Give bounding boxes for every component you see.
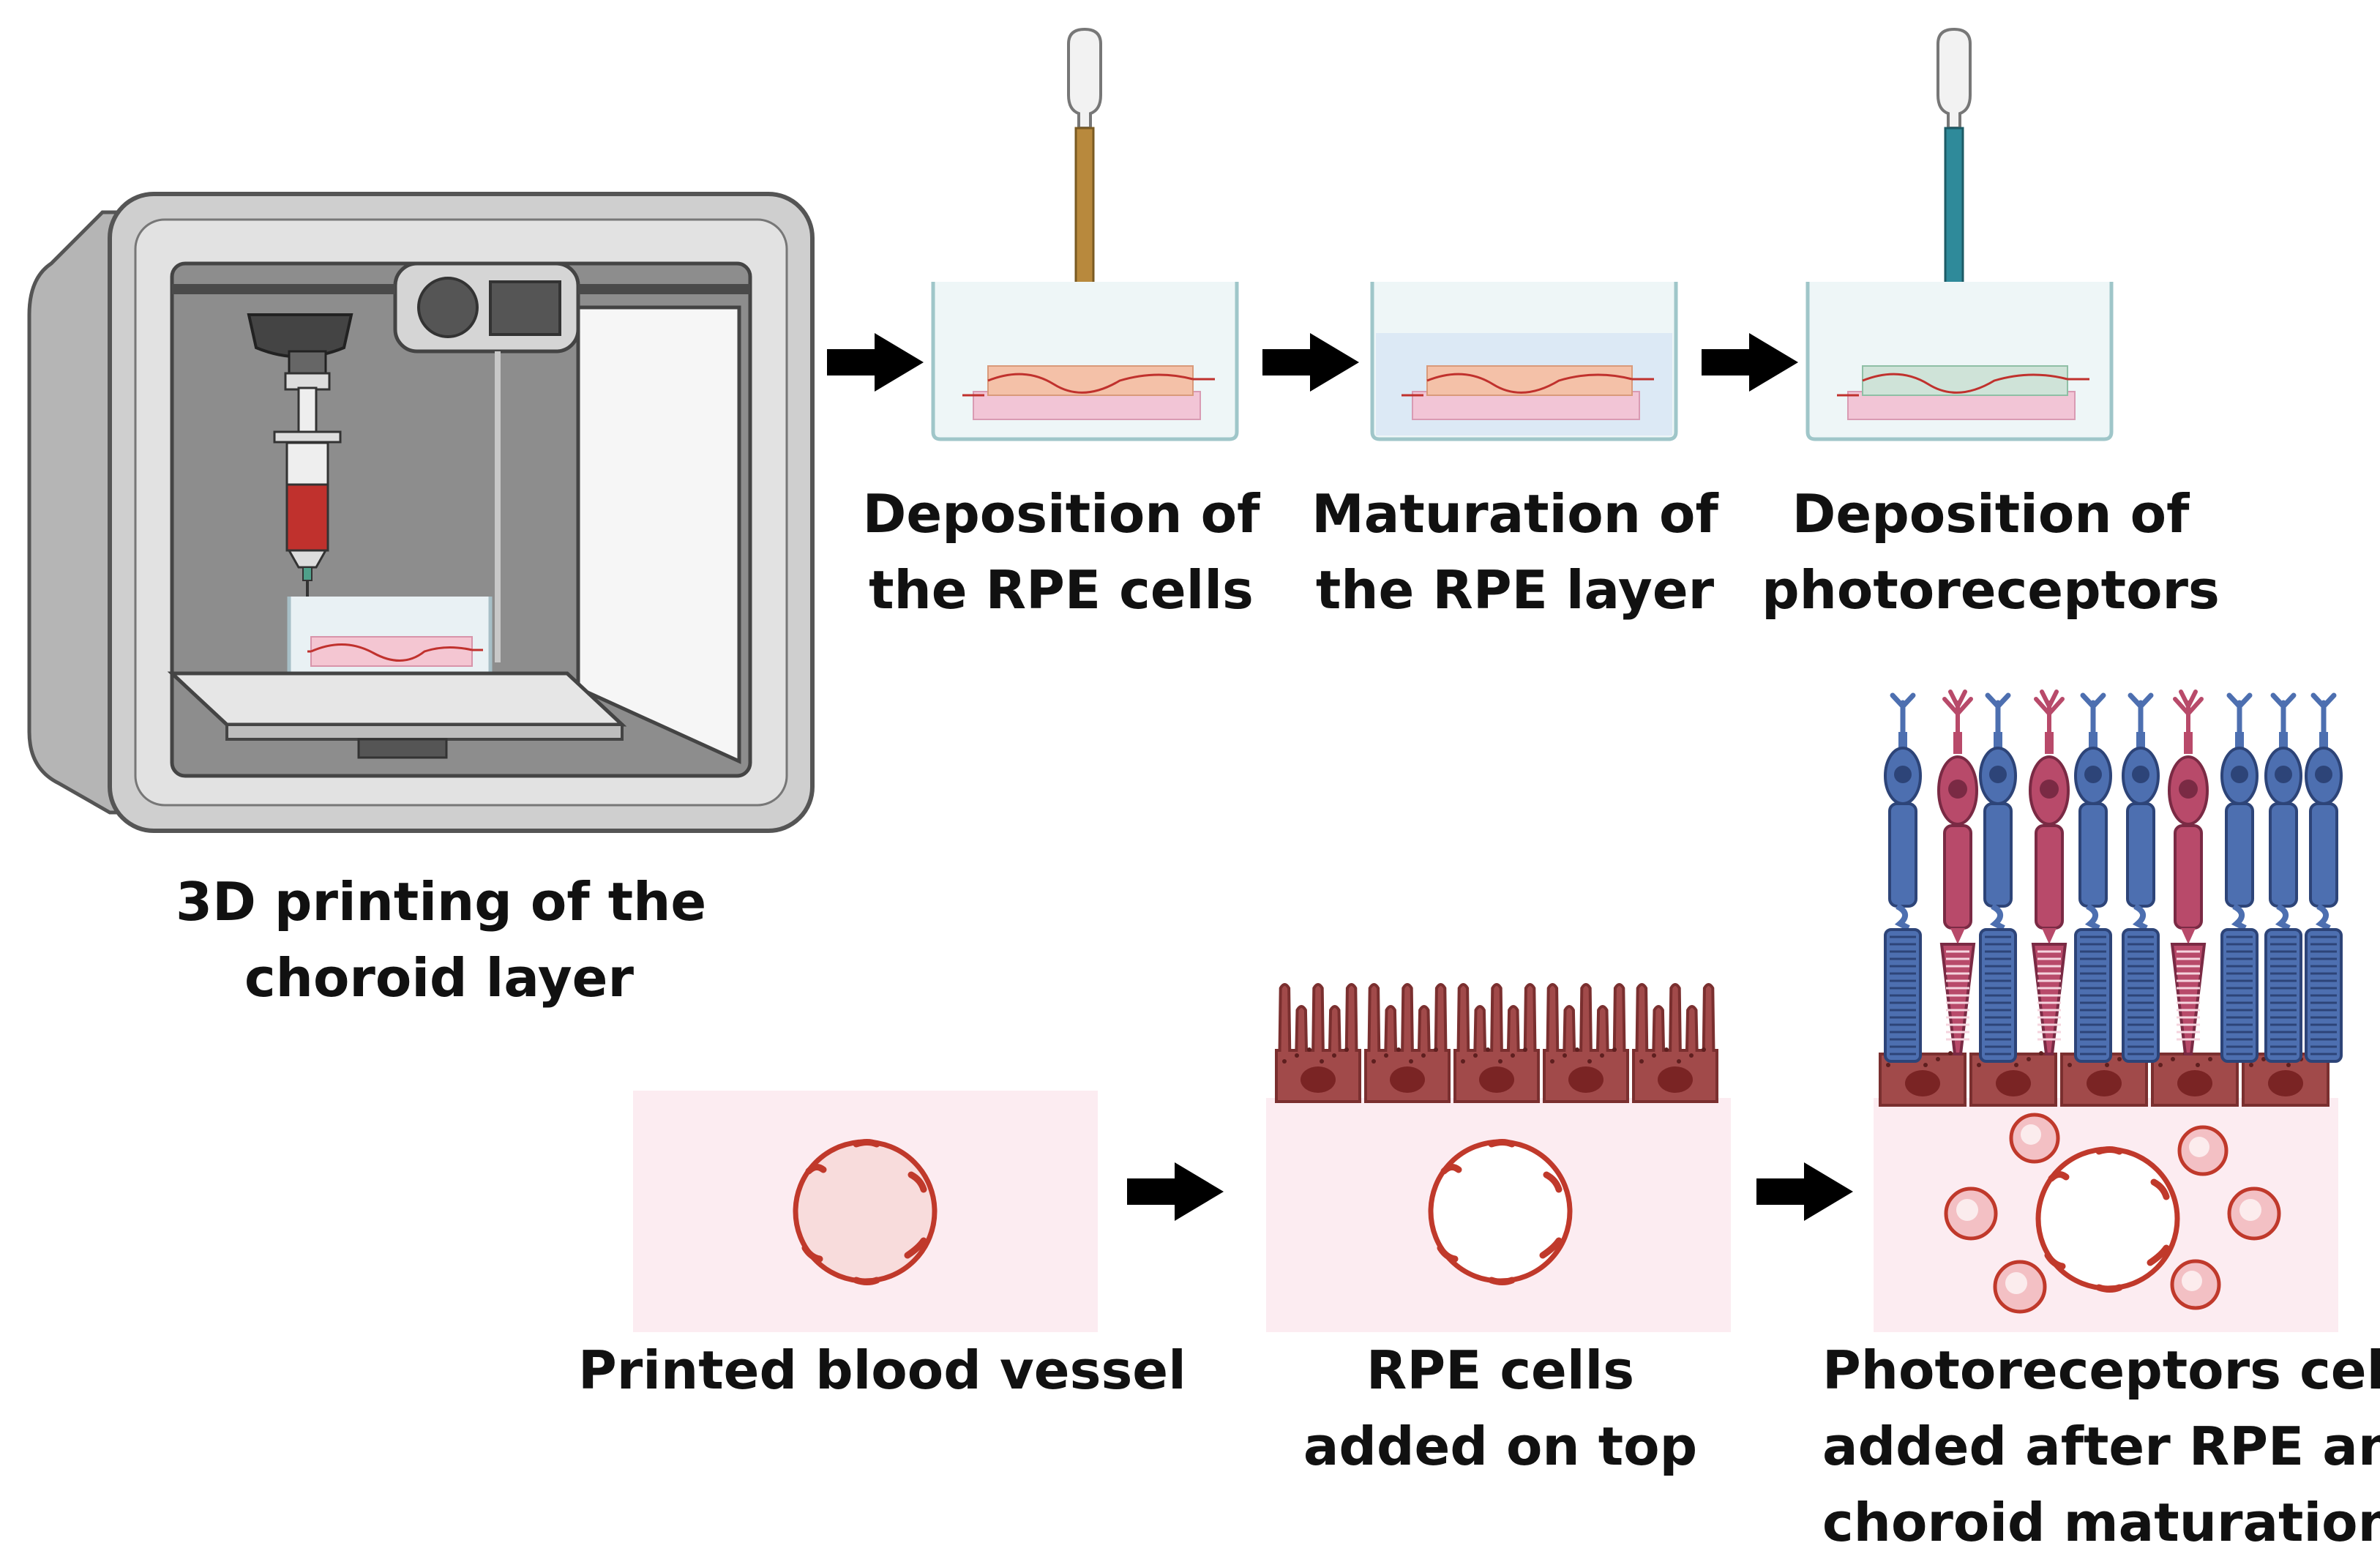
step-label-maturation-rpe: Maturation of the RPE layer (1281, 476, 1749, 628)
cone-cell (2168, 690, 2209, 1055)
blood-vessel-panel (633, 1091, 1098, 1332)
photoreceptor-panel (1874, 690, 2343, 1332)
photoreceptor-layer-icon (1884, 690, 2343, 1063)
rod-cell (1884, 692, 1922, 1063)
panel-label-blood-vessel: Printed blood vessel (578, 1332, 1186, 1408)
rod-cell (2122, 692, 2160, 1063)
right-arrow-icon (1262, 333, 1359, 392)
printer-label-line-1: 3D printing of the (176, 871, 707, 933)
rpe-cell (1879, 1051, 1967, 1107)
right-arrow-icon (1702, 333, 1798, 392)
step-1-label-line-1: Deposition of (862, 483, 1260, 545)
right-arrow-icon (1756, 1162, 1853, 1221)
step-label-deposition-rpe: Deposition of the RPE cells (827, 476, 1295, 628)
printer-label-line-2: choroid layer (244, 947, 634, 1009)
rpe-cell-layer-icon (1275, 983, 1718, 1103)
rpe-cell (1364, 983, 1451, 1103)
cone-cell (1937, 690, 1978, 1055)
step-label-deposition-photoreceptors: Deposition of photoreceptors (1756, 476, 2225, 628)
cone-cell (2029, 690, 2070, 1055)
panel-2-label-line-1: RPE cells (1366, 1339, 1635, 1401)
rpe-cell (2151, 1051, 2239, 1107)
panel-3-label-line-3: choroid maturation (1822, 1492, 2380, 1553)
rpe-cell (2242, 1051, 2330, 1107)
panel-label-photoreceptors: Photoreceptors cells added after RPE and… (1822, 1332, 2380, 1561)
step-3-label-line-1: Deposition of (1792, 483, 2190, 545)
rpe-cell (1543, 983, 1629, 1103)
step-2-label-line-1: Maturation of (1311, 483, 1718, 545)
step-3-label-line-2: photoreceptors (1762, 559, 2220, 621)
dish-maturation-rpe-icon (1370, 282, 1678, 441)
right-arrow-icon (827, 333, 924, 392)
rpe-cell (1275, 983, 1361, 1103)
rpe-cell (1632, 983, 1718, 1103)
dish-deposition-photoreceptors-icon (1805, 27, 2114, 441)
rod-cell (1979, 692, 2017, 1063)
rpe-cell (1969, 1051, 2057, 1107)
rod-cell (2220, 692, 2259, 1063)
panel-3-label-line-1: Photoreceptors cells (1822, 1339, 2380, 1401)
step-1-label-line-2: the RPE cells (869, 559, 1254, 621)
panel-label-rpe: RPE cells added on top (1266, 1332, 1735, 1484)
panel-1-label-line-1: Printed blood vessel (578, 1339, 1186, 1401)
rpe-cell (1453, 983, 1540, 1103)
printer-label: 3D printing of the choroid layer (176, 864, 707, 1016)
dish-deposition-rpe-icon (931, 27, 1239, 441)
rod-cell (2074, 692, 2112, 1063)
rod-cell (2264, 692, 2302, 1063)
right-arrow-icon (1127, 1162, 1224, 1221)
rpe-panel (1266, 983, 1731, 1332)
rod-cell (2305, 692, 2343, 1063)
panel-3-label-line-2: added after RPE and (1822, 1416, 2380, 1477)
step-2-label-line-2: the RPE layer (1315, 559, 1715, 621)
panel-2-label-line-2: added on top (1303, 1416, 1698, 1477)
3d-printer-icon (27, 192, 815, 833)
